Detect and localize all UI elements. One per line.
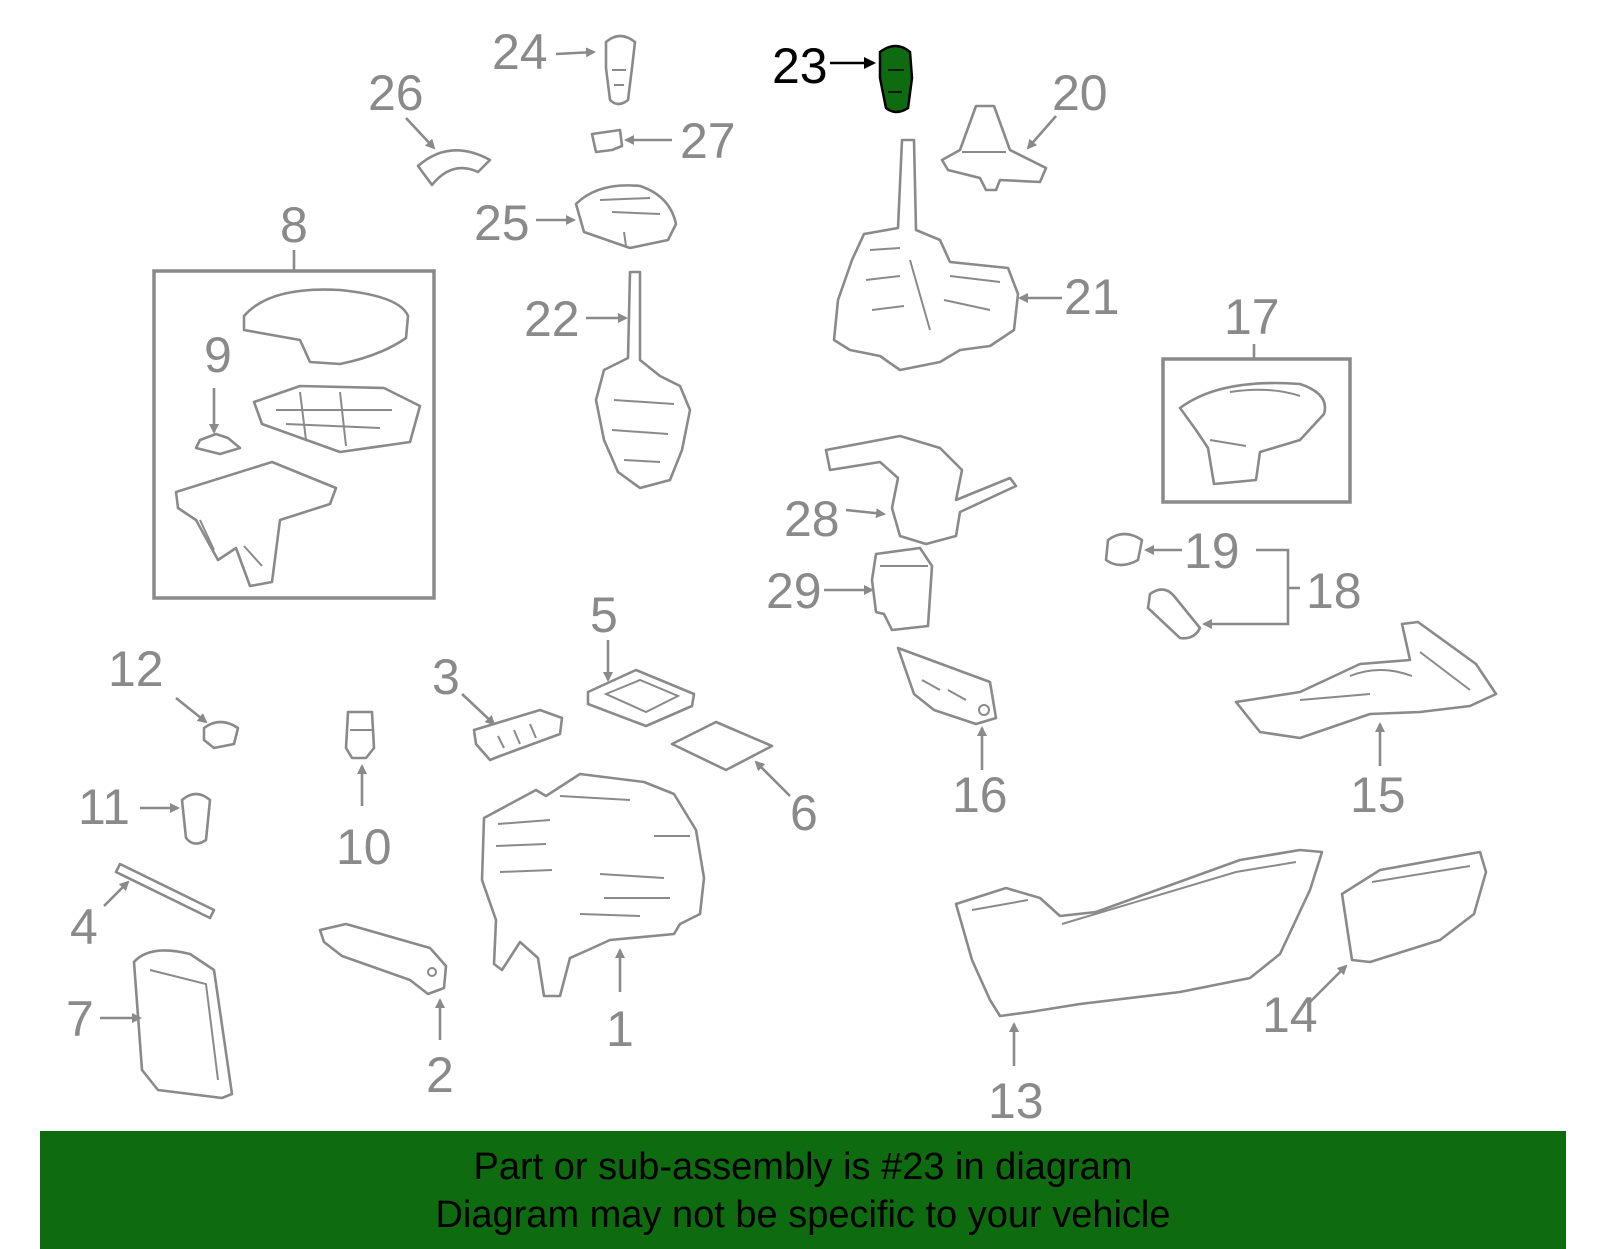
part-27-clip [590,128,624,154]
part-2-bracket [318,922,448,996]
part-10-switch [344,710,376,760]
callout-6: 6 [790,785,818,841]
callout-14: 14 [1262,987,1318,1043]
callout-10: 10 [336,819,392,875]
callout-19: 19 [1184,523,1240,579]
callout-3: 3 [432,649,460,705]
part-17-cup-holder [1178,381,1327,486]
callout-4: 4 [70,899,98,955]
callout-7: 7 [66,991,94,1047]
part-3-trim-strip [472,708,564,762]
callout-22: 22 [524,291,580,347]
part-23-shift-knob-highlighted[interactable] [878,44,914,114]
part-4-rod [114,862,216,920]
part-8-armrest [174,288,422,588]
part-25-indicator-panel [574,184,678,250]
part-19-socket [1104,532,1144,567]
part-28-bracket [824,434,1018,546]
part-18-power-outlet [1146,588,1202,640]
callout-17: 17 [1224,289,1280,345]
callout-8: 8 [280,197,308,253]
part-11-socket [180,792,212,845]
part-20-shift-boot [940,104,1048,192]
callout-11: 11 [78,779,130,835]
callout-20: 20 [1052,65,1108,121]
callout-16: 16 [952,767,1008,823]
part-24-shift-knob [604,34,637,106]
part-29-bin [870,546,934,632]
callout-25: 25 [474,195,530,251]
callout-21: 21 [1064,269,1120,325]
callout-27: 27 [680,113,736,169]
callout-1: 1 [606,1001,634,1057]
part-12-switch [202,720,240,750]
part-1-console-box [480,772,706,998]
callout-12: 12 [108,641,164,697]
part-16-bracket-panel [896,646,998,726]
part-14-side-cover [1340,850,1488,964]
part-5-tray [586,668,696,728]
part-15-console-upper-panel [1234,620,1498,740]
callout-18: 18 [1306,563,1362,619]
callout-13: 13 [988,1073,1044,1129]
banner-line-2: Diagram may not be specific to your vehi… [435,1194,1171,1236]
part-21-shifter-assembly [832,138,1020,372]
callout-15: 15 [1350,767,1406,823]
assembly-17-box [1161,357,1352,504]
callout-2: 2 [426,1047,454,1103]
part-7-side-panel [132,949,234,1100]
banner-line-1: Part or sub-assembly is #23 in diagram [473,1146,1133,1188]
callout-5: 5 [590,587,618,643]
callout-9: 9 [204,327,232,383]
callout-24: 24 [492,24,548,80]
callout-28: 28 [784,491,840,547]
callout-29: 29 [766,563,822,619]
part-13-console-side-panel [954,848,1324,1018]
part-26-bezel [416,149,492,187]
part-22-shift-lever [594,270,692,490]
part-9-clip [194,432,242,456]
callout-23: 23 [772,38,828,94]
info-banner: Part or sub-assembly is #23 in diagram D… [40,1131,1566,1249]
part-6-mat [670,720,774,772]
callout-26: 26 [368,65,424,121]
